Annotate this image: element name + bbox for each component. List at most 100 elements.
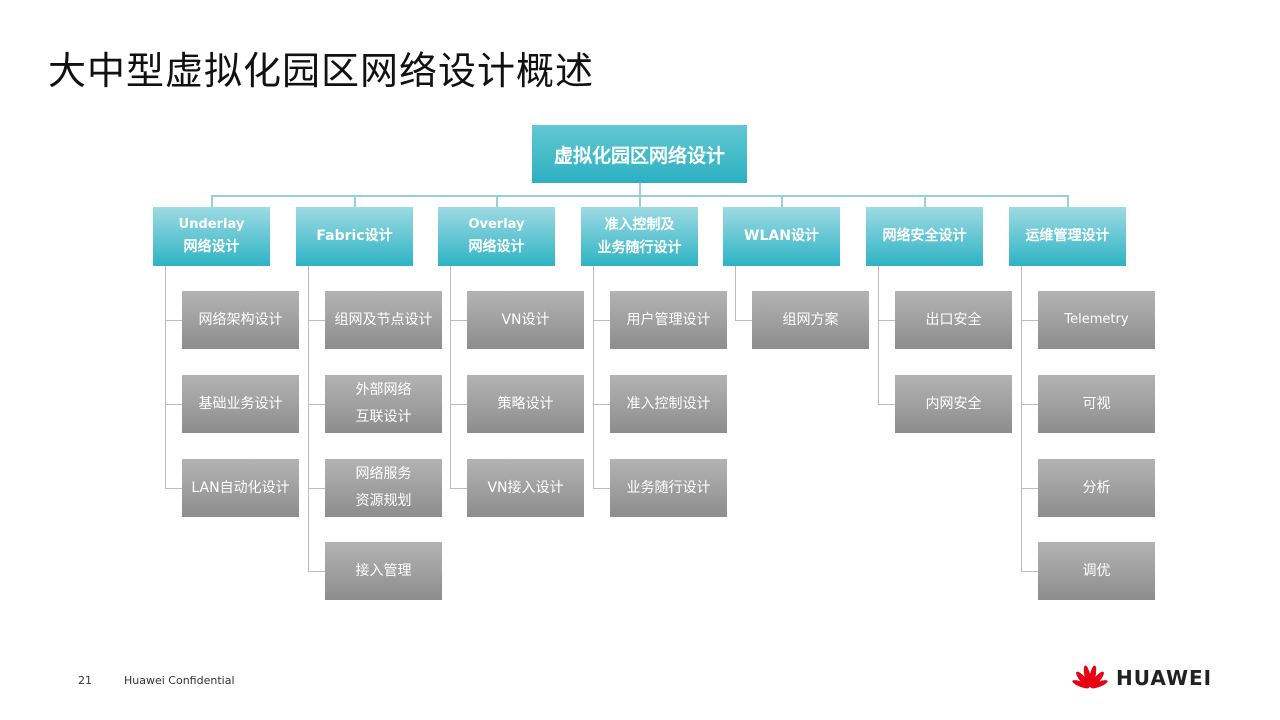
category-label: 运维管理设计 xyxy=(1025,228,1110,245)
connector xyxy=(1021,404,1038,405)
connector xyxy=(735,266,736,320)
connector xyxy=(450,404,467,405)
child-node: LAN自动化设计 xyxy=(182,459,299,517)
connector xyxy=(639,196,641,207)
root-label: 虚拟化园区网络设计 xyxy=(553,144,725,167)
connector xyxy=(354,196,356,207)
connector xyxy=(165,488,182,489)
connector xyxy=(165,320,182,321)
connector xyxy=(878,404,895,405)
child-node: 调优 xyxy=(1038,542,1155,600)
child-label: 业务随行设计 xyxy=(626,479,711,496)
child-label: 互联设计 xyxy=(355,409,412,425)
connector xyxy=(308,488,325,489)
child-label: 接入管理 xyxy=(355,562,412,579)
child-label: 组网及节点设计 xyxy=(334,311,433,328)
connector xyxy=(1021,320,1038,321)
child-node: 策略设计 xyxy=(467,375,584,433)
child-label: 网络架构设计 xyxy=(198,311,283,328)
child-label: LAN自动化设计 xyxy=(191,479,290,496)
category-node: Fabric设计 xyxy=(296,207,413,266)
connector xyxy=(165,266,166,488)
child-label: 策略设计 xyxy=(497,395,554,412)
root-node: 虚拟化园区网络设计 xyxy=(532,125,747,183)
child-label: 网络服务 xyxy=(355,466,412,483)
huawei-logo: HUAWEI xyxy=(1070,664,1212,692)
child-node: VN设计 xyxy=(467,291,584,349)
child-label: 可视 xyxy=(1082,395,1111,412)
child-label: 准入控制设计 xyxy=(626,395,711,412)
connector xyxy=(496,196,498,207)
child-label: VN接入设计 xyxy=(487,479,564,496)
category-node: 准入控制及业务随行设计 xyxy=(581,207,698,266)
child-node: 分析 xyxy=(1038,459,1155,517)
category-label: 准入控制及 xyxy=(604,217,675,234)
child-node: 网络架构设计 xyxy=(182,291,299,349)
huawei-petals-icon xyxy=(1072,665,1108,689)
child-node: 用户管理设计 xyxy=(610,291,727,349)
connector xyxy=(639,183,641,196)
category-label: 网络安全设计 xyxy=(882,228,967,245)
connector xyxy=(450,266,451,488)
child-label: 内网安全 xyxy=(925,395,982,412)
child-node: 组网及节点设计 xyxy=(325,291,442,349)
category-label: WLAN设计 xyxy=(744,228,819,245)
connector xyxy=(308,404,325,405)
category-label: Fabric设计 xyxy=(316,228,393,245)
child-label: 用户管理设计 xyxy=(626,311,711,328)
connector xyxy=(1021,266,1022,571)
connector xyxy=(308,571,325,572)
connector xyxy=(593,488,610,489)
connector xyxy=(878,320,895,321)
child-node: 基础业务设计 xyxy=(182,375,299,433)
connector xyxy=(450,320,467,321)
category-node: Overlay 网络设计 xyxy=(438,207,555,266)
page-title: 大中型虚拟化园区网络设计概述 xyxy=(48,49,595,93)
logo-text: HUAWEI xyxy=(1116,666,1213,690)
category-label: 业务随行设计 xyxy=(597,239,682,256)
child-label: 基础业务设计 xyxy=(198,395,283,412)
child-node: 内网安全 xyxy=(895,375,1012,433)
child-node: 网络服务资源规划 xyxy=(325,459,442,517)
child-node: 接入管理 xyxy=(325,542,442,600)
child-node: 准入控制设计 xyxy=(610,375,727,433)
connector xyxy=(165,404,182,405)
child-label: 外部网络 xyxy=(355,382,412,399)
category-node: 运维管理设计 xyxy=(1009,207,1126,266)
child-label: 调优 xyxy=(1082,562,1111,579)
child-node: Telemetry xyxy=(1038,291,1155,349)
child-label: 出口安全 xyxy=(925,311,982,328)
connector xyxy=(1021,488,1038,489)
child-label: 组网方案 xyxy=(782,311,839,328)
child-node: 出口安全 xyxy=(895,291,1012,349)
category-label: 网络设计 xyxy=(468,238,525,255)
child-label: 分析 xyxy=(1082,479,1111,496)
connector xyxy=(593,266,594,488)
connector xyxy=(878,266,879,404)
connector xyxy=(1067,196,1069,207)
connector xyxy=(593,320,610,321)
category-label: Overlay xyxy=(468,216,525,232)
child-node: 业务随行设计 xyxy=(610,459,727,517)
connector xyxy=(781,196,783,207)
category-node: WLAN设计 xyxy=(723,207,840,266)
child-label: VN设计 xyxy=(501,311,550,328)
child-node: 组网方案 xyxy=(752,291,869,349)
child-label: 资源规划 xyxy=(355,493,412,509)
confidential-label: Huawei Confidential xyxy=(124,674,235,687)
child-label: Telemetry xyxy=(1064,311,1129,327)
connector xyxy=(1021,571,1038,572)
page-number: 21 xyxy=(78,674,92,687)
connector xyxy=(211,196,213,207)
connector xyxy=(593,404,610,405)
connector xyxy=(308,266,309,571)
child-node: 外部网络互联设计 xyxy=(325,375,442,433)
connector xyxy=(735,320,752,321)
child-node: 可视 xyxy=(1038,375,1155,433)
category-node: 网络安全设计 xyxy=(866,207,983,266)
connector xyxy=(308,320,325,321)
child-node: VN接入设计 xyxy=(467,459,584,517)
connector xyxy=(450,488,467,489)
category-label: 网络设计 xyxy=(183,238,240,255)
